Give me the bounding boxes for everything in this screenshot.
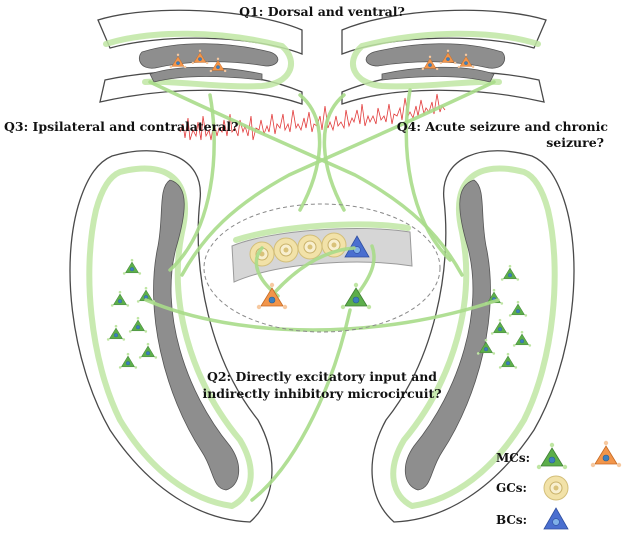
central-microcircuit [203,203,441,333]
granule-cell-3 [297,234,323,260]
question-q2-line2: indirectly inhibitory microcircuit? [202,386,441,401]
legend-mc-green-icon [536,442,568,470]
legend-label-mcs: MCs: [496,451,530,465]
question-q4-line2: seizure? [546,135,604,150]
granule-cell-1 [249,241,275,267]
legend-label-gcs: GCs: [496,481,527,495]
legend: MCs: GCs: BCs: [496,440,622,530]
legend-bc-icon [543,507,569,530]
dorsal-section-left [97,9,303,105]
question-q4-line1: Q4: Acute seizure and chronic [397,119,609,134]
question-q1: Q1: Dorsal and ventral? [239,4,405,19]
dorsal-section-right [341,9,547,105]
mossy-cell-green-microcircuit [340,282,372,310]
microcircuit-dashed-ellipse [203,203,441,333]
question-q3: Q3: Ipsilateral and contralateral? [4,119,238,134]
eeg-seizure-trace [179,93,446,141]
mossy-cell-projections [144,80,500,502]
legend-gc-icon [543,475,569,501]
legend-label-bcs: BCs: [496,513,527,527]
ventral-section-right [371,150,575,523]
mossy-cell-orange-microcircuit [256,282,288,310]
question-q2-line1: Q2: Directly excitatory input and [207,369,437,384]
granule-cell-2 [273,237,299,263]
legend-mc-orange-icon [590,440,622,468]
ventral-section-left [69,150,273,523]
